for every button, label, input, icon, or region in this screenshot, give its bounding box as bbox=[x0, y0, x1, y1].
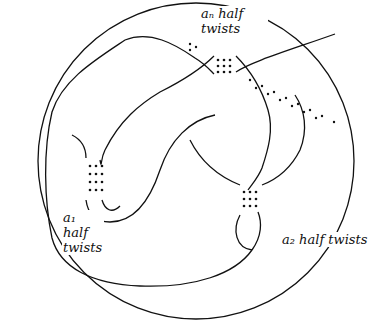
knot-strand bbox=[190, 140, 240, 185]
knot-strand bbox=[105, 56, 214, 150]
knot-strand bbox=[72, 135, 86, 158]
knot-strand bbox=[252, 212, 260, 250]
twist-label: a₁ half twists bbox=[62, 210, 104, 255]
knot-strand bbox=[262, 95, 305, 185]
knot-strand bbox=[125, 37, 214, 74]
knot-strand bbox=[46, 40, 252, 286]
knot-strand bbox=[236, 34, 335, 72]
knot-strand bbox=[236, 215, 252, 250]
knot-strand bbox=[236, 56, 270, 190]
twist-dots bbox=[89, 43, 335, 208]
knot-strand bbox=[100, 150, 105, 164]
twist-label: a₂ half twists bbox=[281, 232, 383, 247]
boundary-circle bbox=[38, 3, 354, 319]
knot-strand bbox=[86, 115, 215, 222]
knot-strand bbox=[102, 200, 120, 210]
twist-label: aₙ half twists bbox=[200, 6, 268, 36]
